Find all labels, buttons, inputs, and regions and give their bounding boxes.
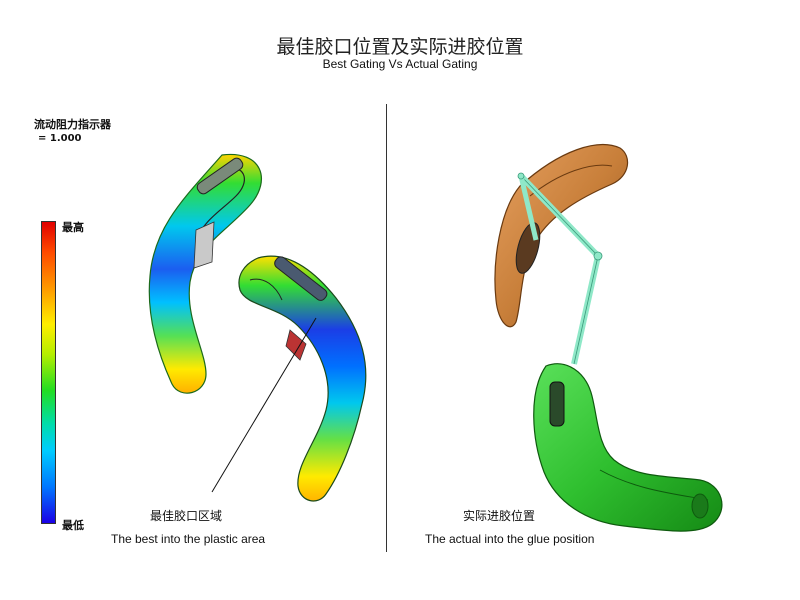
page-title: 最佳胶口位置及实际进胶位置 xyxy=(276,36,524,58)
analysis-part-b xyxy=(238,255,367,502)
legend-value: = 1.000 xyxy=(38,133,82,144)
analysis-part-a xyxy=(148,153,263,394)
pointer-line xyxy=(211,317,317,493)
left-caption-cn: 最佳胶口区域 xyxy=(150,509,223,523)
color-scale-low-label: 最低 xyxy=(62,519,84,532)
runner-system xyxy=(517,172,603,365)
color-scale-bar xyxy=(41,221,56,524)
left-caption-en: The best into the plastic area xyxy=(111,532,266,546)
right-caption-cn: 实际进胶位置 xyxy=(463,509,536,523)
page-subtitle: Best Gating Vs Actual Gating xyxy=(322,57,478,71)
molded-part-lower xyxy=(533,363,723,532)
legend-title: 流动阻力指示器 xyxy=(34,118,111,131)
color-scale-high-label: 最高 xyxy=(62,221,84,234)
panel-divider xyxy=(386,104,387,552)
molded-part-upper xyxy=(494,144,629,328)
right-caption-en: The actual into the glue position xyxy=(425,532,595,546)
